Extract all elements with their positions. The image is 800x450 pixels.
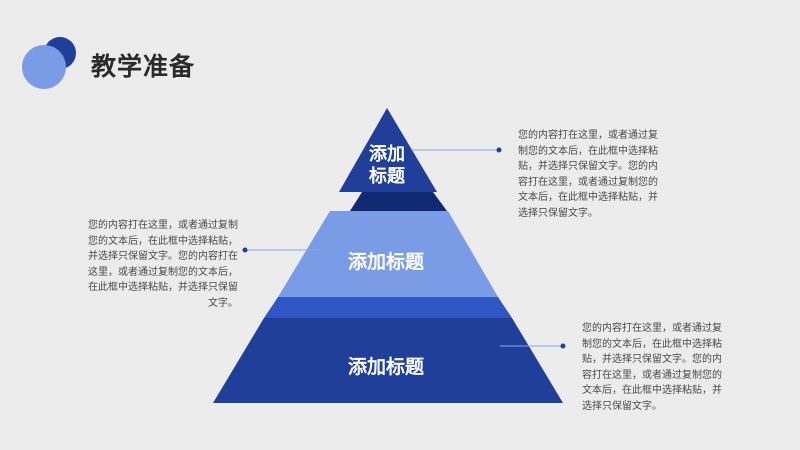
connector-dot-1 — [496, 147, 502, 153]
description-bottom: 您的内容打在这里，或者通过复制您的文本后，在此框中选择粘贴，并选择只保留文字。您… — [582, 323, 722, 412]
connector-dot-2 — [242, 247, 248, 253]
tier-label-top: 添加 标题 — [369, 144, 405, 187]
pyramid-tier-top[interactable] — [339, 108, 437, 192]
pyramid-tier-bottom[interactable] — [213, 318, 563, 403]
description-middle: 您的内容打在这里，或者通过复制您的文本后，在此框中选择粘贴，并选择只保留文字。您… — [88, 220, 238, 309]
pyramid-connector-top — [350, 192, 447, 211]
decorative-circle-light — [22, 45, 66, 89]
description-top: 您的内容打在这里，或者通过复制您的文本后，在此框中选择粘贴，并选择只保留文字。您… — [518, 130, 658, 219]
tier-label-middle: 添加标题 — [347, 250, 424, 273]
pyramid-connector-bottom — [264, 297, 512, 318]
page-title: 教学准备 — [91, 52, 196, 81]
pyramid-tier-middle[interactable] — [278, 211, 498, 297]
connector-dot-3 — [560, 343, 566, 349]
tier-label-bottom: 添加标题 — [347, 355, 424, 378]
